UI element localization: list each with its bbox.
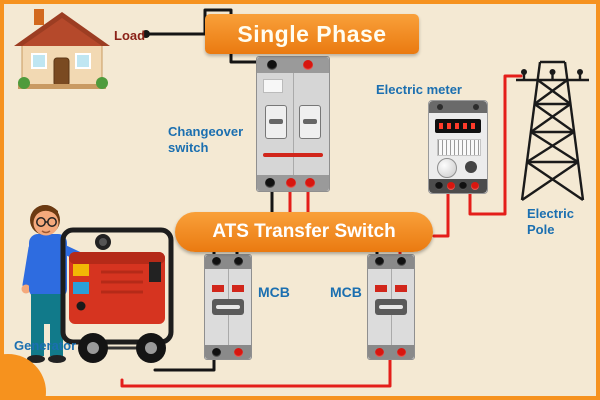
- ats-banner: ATS Transfer Switch: [175, 212, 433, 252]
- terminal-black: [212, 348, 221, 357]
- terminal-red: [375, 348, 384, 357]
- terminal-red: [447, 182, 455, 190]
- indicator-window: [232, 285, 244, 292]
- generator-illustration: [21, 205, 174, 363]
- terminal-red: [397, 348, 406, 357]
- mcb-right-label: MCB: [330, 284, 362, 300]
- wire-load-to-changeover: [144, 8, 266, 64]
- switch-paddle-right: [299, 105, 321, 139]
- breaker-toggle: [375, 299, 407, 315]
- ats-banner-text: ATS Transfer Switch: [212, 221, 396, 242]
- generator-unit: [60, 227, 174, 363]
- terminal-black: [397, 257, 406, 266]
- indicator-bar: [263, 153, 323, 157]
- meter-sticker: [437, 139, 481, 156]
- terminal-red: [305, 178, 315, 188]
- terminal-black: [459, 182, 467, 190]
- switch-paddle-left: [265, 105, 287, 139]
- electric-pole-illustration: [516, 60, 589, 201]
- meter-button: [465, 161, 477, 173]
- junction-dot: [142, 30, 150, 38]
- title-text: Single Phase: [237, 20, 387, 47]
- meter-dial: [437, 158, 457, 178]
- terminal-red: [234, 348, 243, 357]
- changeover-switch-device: [256, 56, 330, 192]
- house-illustration: [14, 9, 110, 89]
- electric-meter-device: [428, 100, 488, 194]
- generator-label: Generator: [14, 338, 77, 353]
- wire-generator-to-mcbR: [120, 354, 392, 388]
- changeover-label: Changeover switch: [168, 124, 244, 156]
- mcb-right-device: [367, 254, 415, 360]
- terminal-black: [212, 257, 221, 266]
- terminal-black: [435, 182, 443, 190]
- wire-generator-to-mcbL: [153, 354, 216, 372]
- electric-meter-label: Electric meter: [376, 82, 462, 97]
- indicator-window: [212, 285, 224, 292]
- meter-display: [435, 119, 481, 133]
- meter-cap: [429, 101, 487, 113]
- indicator-window: [375, 285, 387, 292]
- mcb-left-label: MCB: [258, 284, 290, 300]
- module-divider: [293, 73, 294, 175]
- terminal-red: [286, 178, 296, 188]
- wire-meter-to-ats: [432, 188, 450, 238]
- electric-pole-label: Electric Pole: [527, 206, 574, 238]
- indicator-window: [395, 285, 407, 292]
- load-label: Load: [114, 28, 146, 43]
- terminal-black: [265, 178, 275, 188]
- terminal-red: [471, 182, 479, 190]
- terminal-red: [303, 60, 313, 70]
- breaker-toggle: [212, 299, 244, 315]
- rating-sticker: [263, 79, 283, 93]
- screw: [437, 104, 443, 110]
- title-banner: Single Phase: [205, 14, 419, 54]
- mcb-left-device: [204, 254, 252, 360]
- screw: [473, 104, 479, 110]
- terminal-black: [234, 257, 243, 266]
- wire-pole-to-meter: [468, 74, 523, 216]
- terminal-black: [375, 257, 384, 266]
- terminal-black: [267, 60, 277, 70]
